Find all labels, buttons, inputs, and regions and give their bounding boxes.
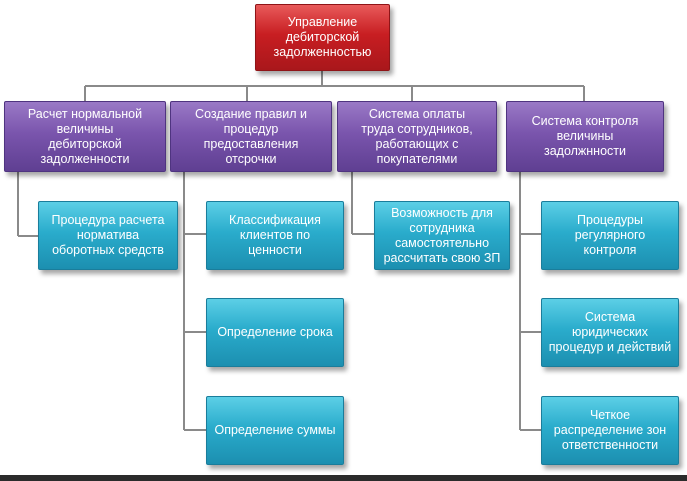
leaf-node-4-3: Четкое распределение зон ответственности <box>541 396 679 465</box>
leaf-node-4-2-label: Система юридических процедур и действий <box>548 310 672 354</box>
bottom-border <box>0 475 687 481</box>
leaf-node-2-1-label: Классификация клиентов по ценности <box>229 213 321 257</box>
leaf-node-3-1: Возможность для сотрудника самостоятельн… <box>374 201 510 270</box>
leaf-node-2-3-label: Определение суммы <box>214 423 336 437</box>
leaf-node-4-1-label: Процедуры регулярного контроля <box>574 213 646 257</box>
root-node: Управление дебиторской задолженностью <box>255 4 390 71</box>
branch-node-1: Расчет нормальной величины дебиторской з… <box>4 101 166 172</box>
leaf-node-4-2: Система юридических процедур и действий <box>541 298 679 367</box>
leaf-node-4-1: Процедуры регулярного контроля <box>541 201 679 270</box>
branch-node-4: Система контроля величины задолжнности <box>506 101 664 172</box>
branch-node-1-label: Расчет нормальной величины дебиторской з… <box>27 106 143 166</box>
leaf-node-3-1-label: Возможность для сотрудника самостоятельн… <box>383 205 501 265</box>
branch-node-2-label: Создание правил и процедур предоставлени… <box>195 106 307 166</box>
leaf-node-2-3: Определение суммы <box>206 396 344 465</box>
leaf-node-2-2: Определение срока <box>206 298 344 367</box>
branch-node-2: Создание правил и процедур предоставлени… <box>170 101 332 172</box>
branch-node-3-label: Система оплаты труда сотрудников, работа… <box>361 106 473 166</box>
leaf-node-4-3-label: Четкое распределение зон ответственности <box>553 408 667 452</box>
leaf-node-1-1-label: Процедура расчета норматива оборотных ср… <box>51 213 165 257</box>
branch-node-3: Система оплаты труда сотрудников, работа… <box>337 101 497 172</box>
root-node-label: Управление дебиторской задолженностью <box>273 15 372 59</box>
branch-node-4-label: Система контроля величины задолжнности <box>531 114 639 158</box>
leaf-node-2-2-label: Определение срока <box>217 325 333 339</box>
leaf-node-1-1: Процедура расчета норматива оборотных ср… <box>38 201 178 270</box>
leaf-node-2-1: Классификация клиентов по ценности <box>206 201 344 270</box>
